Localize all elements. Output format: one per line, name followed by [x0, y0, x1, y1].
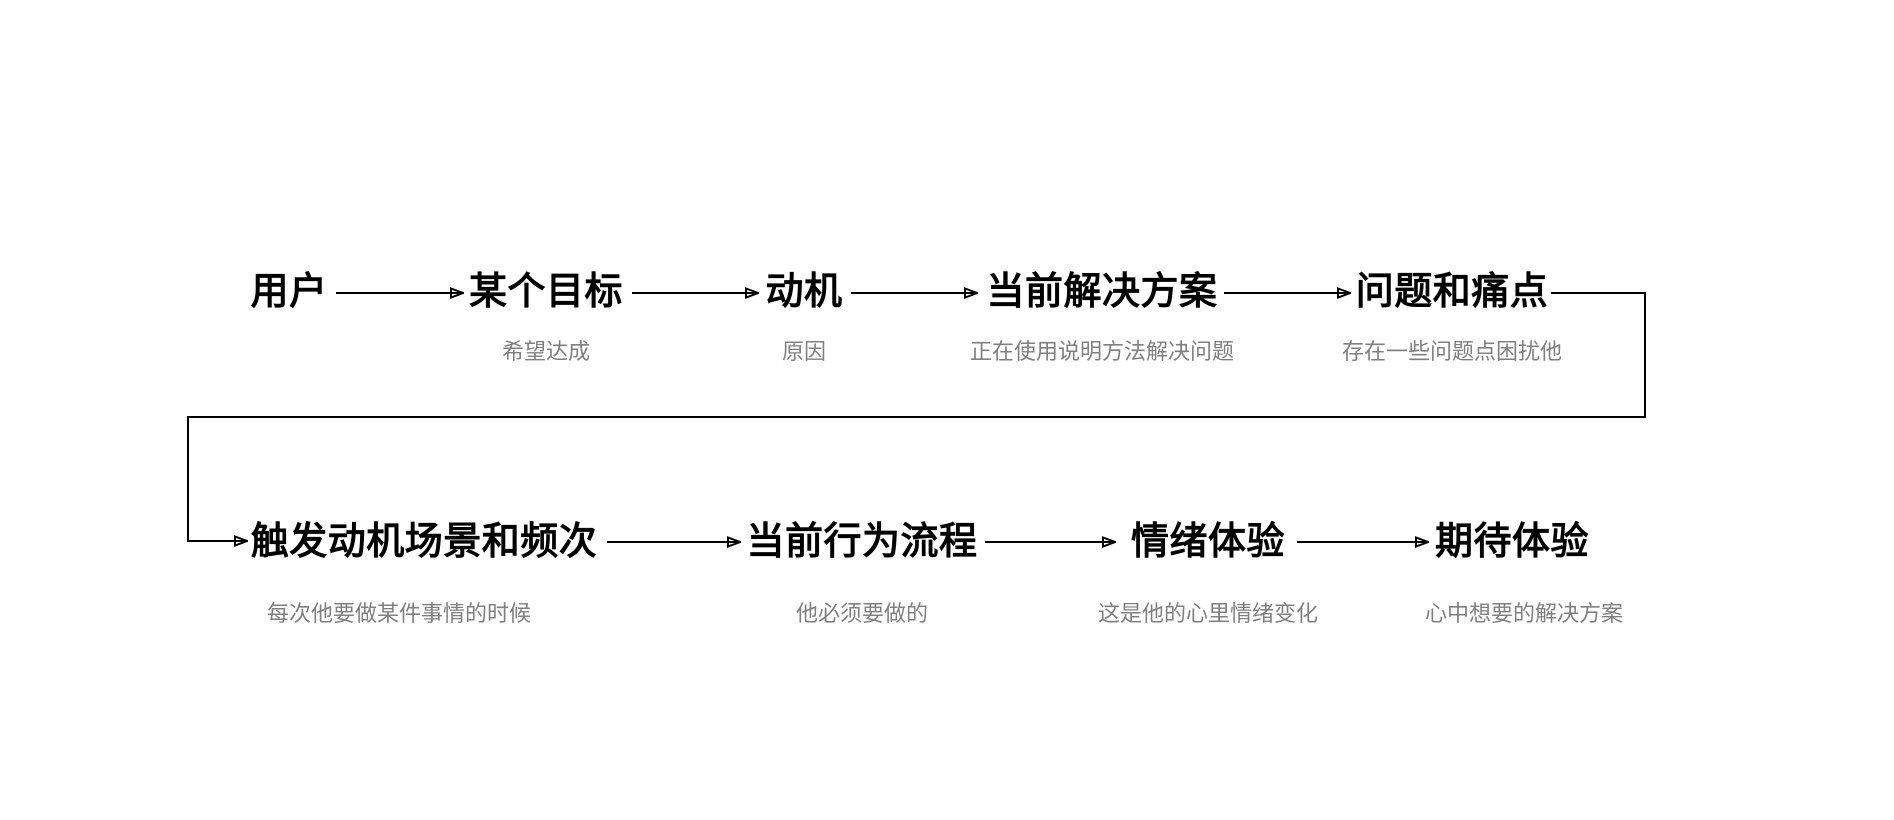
- node-emotional-experience[interactable]: 情绪体验 这是他的心里情绪变化: [1098, 519, 1318, 625]
- node-pain-points-label: 问题和痛点: [1355, 271, 1549, 313]
- node-user[interactable]: 用户: [250, 269, 327, 315]
- node-expected-experience[interactable]: 期待体验 心中想要的解决方案: [1425, 519, 1623, 625]
- node-expected-experience-label: 期待体验: [1434, 521, 1590, 563]
- node-current-solution[interactable]: 当前解决方案 正在使用说明方法解决问题: [970, 269, 1234, 363]
- node-current-behavior-flow-label: 当前行为流程: [746, 521, 978, 563]
- arrow-painpoints-to-trigger-wrap: [187, 292, 1646, 541]
- node-current-behavior-flow-sublabel: 他必须要做的: [795, 601, 928, 626]
- node-goal-sublabel: 希望达成: [501, 339, 590, 364]
- node-current-behavior-flow[interactable]: 当前行为流程 他必须要做的: [746, 519, 978, 625]
- node-pain-points-sublabel: 存在一些问题点困扰他: [1341, 339, 1562, 364]
- node-expected-experience-sublabel: 心中想要的解决方案: [1424, 601, 1623, 626]
- node-motivation-sublabel: 原因: [781, 339, 826, 364]
- node-current-solution-label: 当前解决方案: [986, 271, 1218, 313]
- node-motivation[interactable]: 动机 原因: [765, 269, 843, 363]
- node-goal[interactable]: 某个目标 希望达成: [468, 269, 624, 363]
- node-user-label: 用户: [250, 271, 328, 313]
- node-pain-points[interactable]: 问题和痛点 存在一些问题点困扰他: [1342, 269, 1562, 363]
- node-current-solution-sublabel: 正在使用说明方法解决问题: [969, 339, 1234, 364]
- node-trigger-scene-frequency[interactable]: 触发动机场景和频次 每次他要做某件事情的时候: [250, 519, 598, 625]
- node-emotional-experience-label: 情绪体验: [1130, 521, 1286, 563]
- node-motivation-label: 动机: [765, 271, 843, 313]
- node-trigger-scene-frequency-sublabel: 每次他要做某件事情的时候: [266, 601, 531, 626]
- node-trigger-scene-frequency-label: 触发动机场景和频次: [250, 521, 598, 563]
- node-goal-label: 某个目标: [468, 271, 624, 313]
- node-emotional-experience-sublabel: 这是他的心里情绪变化: [1097, 601, 1318, 626]
